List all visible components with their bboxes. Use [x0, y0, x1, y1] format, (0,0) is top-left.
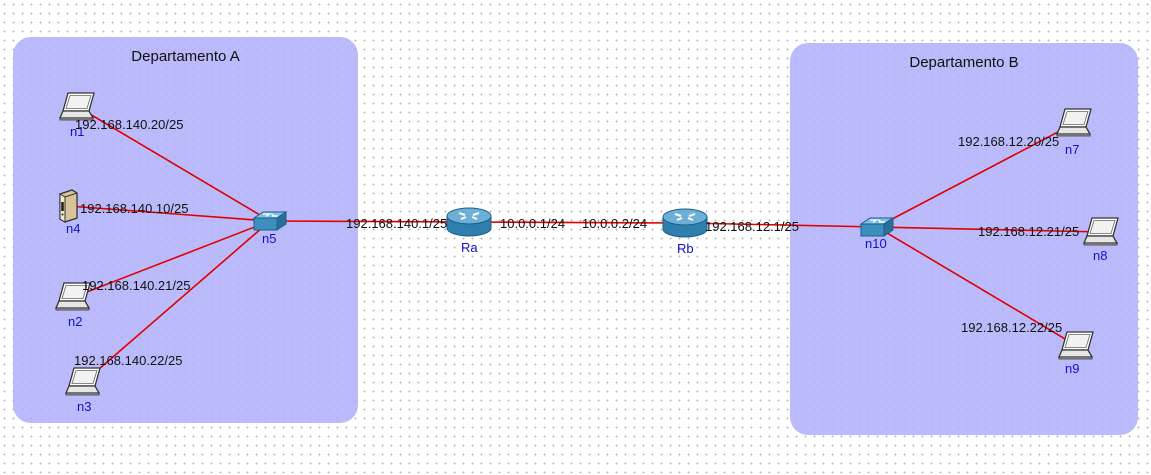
node-label-n1: n1 [70, 124, 85, 139]
node-label-n9: n9 [1065, 361, 1080, 376]
links-layer [67, 106, 1103, 383]
node-label-n5: n5 [262, 231, 277, 246]
n1-laptop-icon[interactable] [59, 92, 95, 121]
address-n4: 192.168.140.10/25 [80, 201, 189, 216]
address-n3: 192.168.140.22/25 [74, 353, 183, 368]
node-label-rb: Rb [677, 241, 694, 256]
n9-laptop-icon[interactable] [1058, 331, 1094, 360]
node-label-n10: n10 [865, 236, 887, 251]
address-rb-wan: 10.0.0.2/24 [582, 216, 648, 231]
link-n10-n8 [876, 226, 1103, 233]
n3-laptop-icon[interactable] [65, 367, 101, 396]
link-n4-n5 [67, 205, 271, 222]
link-n2-n5 [73, 220, 271, 298]
department-b-zone: Departamento B [790, 43, 1138, 435]
address-n2: 192.168.140.21/25 [82, 278, 191, 293]
link-n5-ra [269, 220, 470, 223]
n5-switch-icon[interactable] [253, 211, 287, 231]
address-n8: 192.168.12.21/25 [978, 224, 1080, 239]
n8-laptop-icon[interactable] [1083, 217, 1119, 246]
node-label-n3: n3 [77, 399, 92, 414]
link-ra-rb [468, 221, 686, 224]
department-b-title: Departamento B [909, 54, 1019, 71]
link-n10-n7 [876, 122, 1076, 228]
link-rb-n10 [684, 222, 878, 228]
n4-server-icon[interactable] [59, 189, 78, 223]
link-n10-n9 [876, 226, 1078, 347]
address-n9: 192.168.12.22/25 [961, 320, 1063, 335]
link-n1-n5 [77, 106, 271, 222]
department-a-title: Departamento A [131, 48, 240, 65]
address-ra-wan: 10.0.0.1/24 [500, 216, 566, 231]
n10-switch-icon[interactable] [860, 217, 894, 237]
n7-laptop-icon[interactable] [1056, 108, 1092, 137]
link-n3-n5 [83, 220, 271, 383]
node-label-n8: n8 [1093, 248, 1108, 263]
rb-router-icon[interactable] [662, 208, 708, 238]
address-rb-lan: 192.168.12.1/25 [705, 219, 799, 234]
node-label-n2: n2 [68, 314, 83, 329]
address-n7: 192.168.12.20/25 [958, 134, 1060, 149]
address-n1: 192.168.140.20/25 [75, 117, 184, 132]
node-label-n4: n4 [66, 221, 81, 236]
node-label-ra: Ra [461, 240, 478, 255]
ra-router-icon[interactable] [446, 207, 492, 237]
node-label-n7: n7 [1065, 142, 1080, 157]
address-ra-lan: 192.168.140.1/25 [346, 216, 448, 231]
